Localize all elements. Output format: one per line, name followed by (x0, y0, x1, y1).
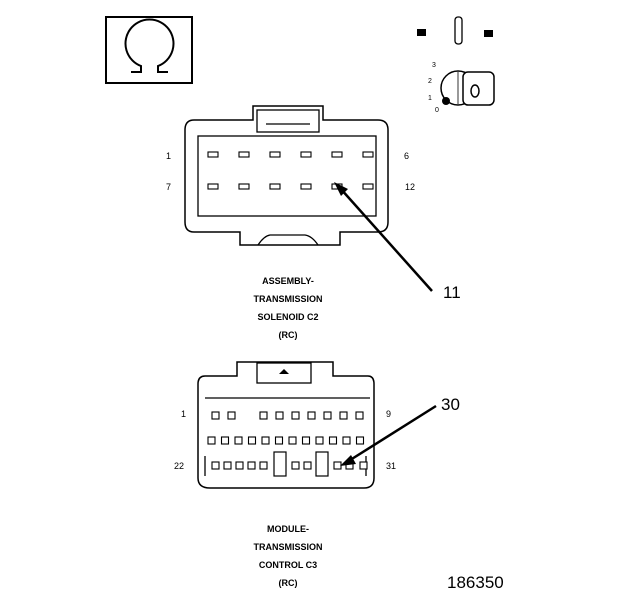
c3-pin-cavity (342, 436, 351, 445)
c3-pin-last-top: 9 (386, 409, 392, 419)
c2-pin-cavity (300, 183, 312, 190)
c2-pin-cavity (269, 183, 281, 190)
c3-label-line: CONTROL C3 (258, 560, 318, 570)
c3-pin-cavity (227, 411, 236, 420)
key-position-0: 0 (435, 107, 439, 114)
c2-label: ASSEMBLY- TRANSMISSION SOLENOID C2 (RC) (208, 272, 368, 344)
c2-label-line: SOLENOID C2 (257, 312, 319, 322)
c2-pin-cavity (238, 183, 250, 190)
c3-pin-cavity (333, 461, 342, 470)
c3-pin-last-bottom: 31 (386, 461, 397, 471)
c3-pin-first-top: 1 (181, 409, 187, 419)
c3-pin-cavity (259, 411, 268, 420)
c2-label-line: ASSEMBLY- (262, 276, 314, 286)
c3-pin-cavity (359, 461, 368, 470)
c2-pin-first-bottom: 7 (166, 182, 172, 192)
c3-pin-cavity (355, 436, 365, 445)
c3-pin-cavity (328, 436, 338, 445)
c3-pin-cavity (247, 461, 256, 470)
c2-callout: 11 (443, 283, 461, 302)
c3-pin-cavity (275, 411, 284, 420)
c3-pin-cavity (259, 461, 268, 470)
c2-pin-cavity (269, 151, 281, 158)
c3-pin-cavity (291, 411, 300, 420)
c3-pin-cavity (211, 461, 220, 470)
c2-pin-first-top: 1 (166, 151, 172, 161)
c3-callout: 30 (441, 395, 460, 414)
c2-pin-cavity (300, 151, 312, 158)
c2-pin-cavity (207, 183, 219, 190)
c2-label-line: TRANSMISSION (253, 294, 323, 304)
c3-label: MODULE- TRANSMISSION CONTROL C3 (RC) (208, 520, 368, 592)
c3-pin-cavity (323, 411, 332, 420)
c2-pin-cavity (238, 151, 250, 158)
c2-pin-cavity (362, 183, 374, 190)
connector-c2 (184, 105, 389, 246)
c3-pin-cavity (234, 436, 243, 445)
connector-c3-pins (207, 411, 368, 470)
key-position-3: 3 (432, 62, 436, 69)
c2-pin-cavity (207, 151, 219, 158)
c2-pin-last-bottom: 12 (405, 182, 416, 192)
c2-label-line: (RC) (278, 330, 298, 340)
c3-pin-cavity (355, 411, 364, 420)
connector-c3 (197, 361, 375, 489)
c3-pin-first-bottom: 22 (174, 461, 185, 471)
c3-pin-cavity (220, 436, 230, 445)
ohm-symbol-icon (105, 16, 193, 84)
c3-pin-cavity (247, 436, 257, 445)
c3-pin-cavity (211, 411, 220, 420)
key-position-1: 1 (428, 95, 432, 102)
c3-label-line: MODULE- (267, 524, 309, 534)
c2-pin-cavity (362, 151, 374, 158)
c3-pin-cavity (315, 436, 324, 445)
c2-pin-cavity (331, 151, 343, 158)
c3-label-line: (RC) (278, 578, 298, 588)
c3-pin-cavity (223, 461, 232, 470)
c3-pin-cavity (291, 461, 300, 470)
c3-pin-cavity (288, 436, 297, 445)
callout-30-leader (340, 404, 437, 466)
c3-pin-cavity (339, 411, 348, 420)
callout-11-leader (334, 182, 433, 292)
c3-label-line: TRANSMISSION (253, 542, 323, 552)
c2-pin-last-top: 6 (404, 151, 410, 161)
c3-pin-cavity (303, 461, 312, 470)
c3-pin-cavity (301, 436, 311, 445)
key-position-2: 2 (428, 78, 432, 85)
c3-pin-cavity (274, 436, 284, 445)
c3-pin-cavity (235, 461, 244, 470)
figure-number: 186350 (447, 573, 504, 592)
c3-pin-cavity (261, 436, 270, 445)
ignition-key-icon (417, 16, 495, 106)
c3-pin-cavity (207, 436, 216, 445)
c3-pin-cavity (307, 411, 316, 420)
